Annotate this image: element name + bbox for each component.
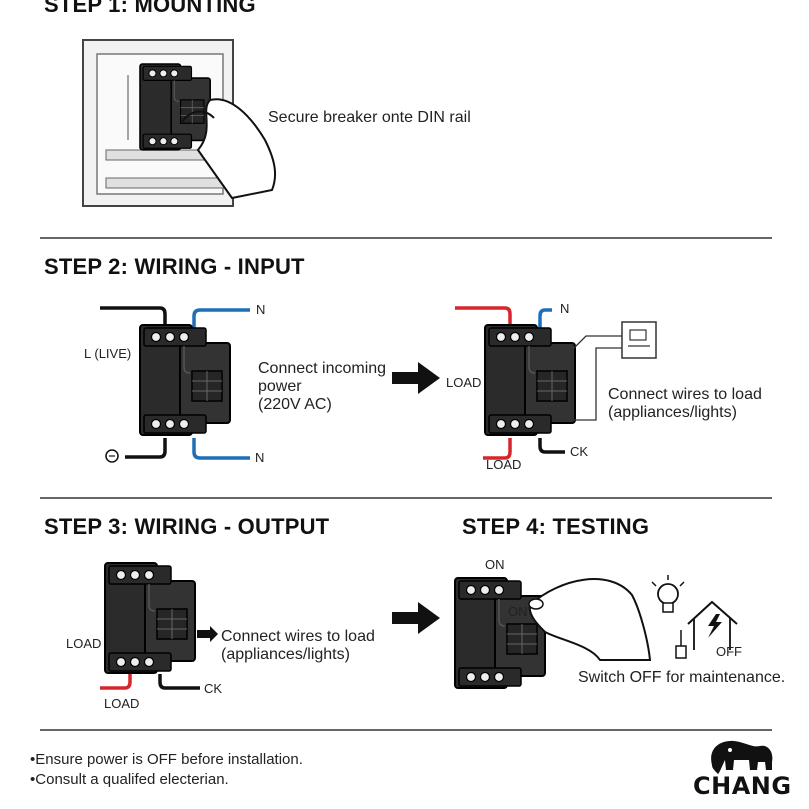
testing-caption: Switch OFF for maintenance. <box>578 669 786 686</box>
output-ck-label: CK <box>204 681 223 696</box>
caption-line: Connect wires to load <box>608 386 762 403</box>
caption-line: Connect wires to load <box>221 628 375 645</box>
note-item: Ensure power is OFF before installation. <box>30 752 303 767</box>
load-caption: Connect wires to load (appliances/lights… <box>608 386 778 422</box>
caption-line: Connect incoming <box>258 360 387 377</box>
breaker-icon <box>454 577 546 689</box>
off-label: OFF <box>716 644 742 659</box>
testing-diagram <box>454 575 738 689</box>
input-wiring-diagram <box>100 306 250 463</box>
light-bulb-icon <box>651 575 685 613</box>
right-load-label: LOAD <box>446 375 482 390</box>
lightning-icon <box>708 614 722 638</box>
breaker-icon <box>104 562 196 674</box>
house-icon <box>687 600 738 650</box>
on-label-switch: ON <box>508 604 528 619</box>
right-neutral-label: N <box>560 301 570 316</box>
on-label-top: ON <box>485 557 505 572</box>
elephant-logo <box>711 740 773 774</box>
output-load-bottom-label: LOAD <box>104 696 140 711</box>
caption-line: (220V AC) <box>258 395 332 413</box>
neutral-label-bottom: N <box>255 450 265 465</box>
caption-line: (appliances/lights) <box>221 645 350 663</box>
caption-line: (appliances/lights) <box>608 403 737 421</box>
arrow-icon <box>392 362 440 394</box>
mounting-panel <box>82 39 277 207</box>
arrow-icon <box>197 626 218 642</box>
breaker-icon <box>484 324 576 436</box>
plug-icon <box>675 630 687 659</box>
input-caption: Connect incoming power (220V AC) <box>258 360 388 414</box>
right-load-bottom-label: LOAD <box>486 457 522 472</box>
mounting-caption: Secure breaker onte DIN rail <box>268 109 471 126</box>
note-item: Consult a qualifed electerian. <box>30 772 228 787</box>
step-3-heading: STEP 3: WIRING - OUTPUT <box>44 514 330 539</box>
live-label: L (LIVE) <box>84 346 132 361</box>
step-1-heading: STEP 1: MOUNTING <box>44 0 256 17</box>
neutral-label-top: N <box>256 302 266 317</box>
right-ck-label: CK <box>570 444 589 459</box>
breaker-icon <box>139 324 231 436</box>
caption-line: power <box>258 377 302 395</box>
output-load-label: LOAD <box>66 636 102 651</box>
output-caption: Connect wires to load (appliances/lights… <box>221 628 391 664</box>
output-wiring-diagram <box>100 562 218 690</box>
brand-name: CHANG <box>693 772 792 800</box>
load-wiring-diagram <box>455 306 657 460</box>
step-2-heading: STEP 2: WIRING - INPUT <box>44 254 305 279</box>
step-4-heading: STEP 4: TESTING <box>462 514 650 539</box>
arrow-icon <box>392 602 440 634</box>
